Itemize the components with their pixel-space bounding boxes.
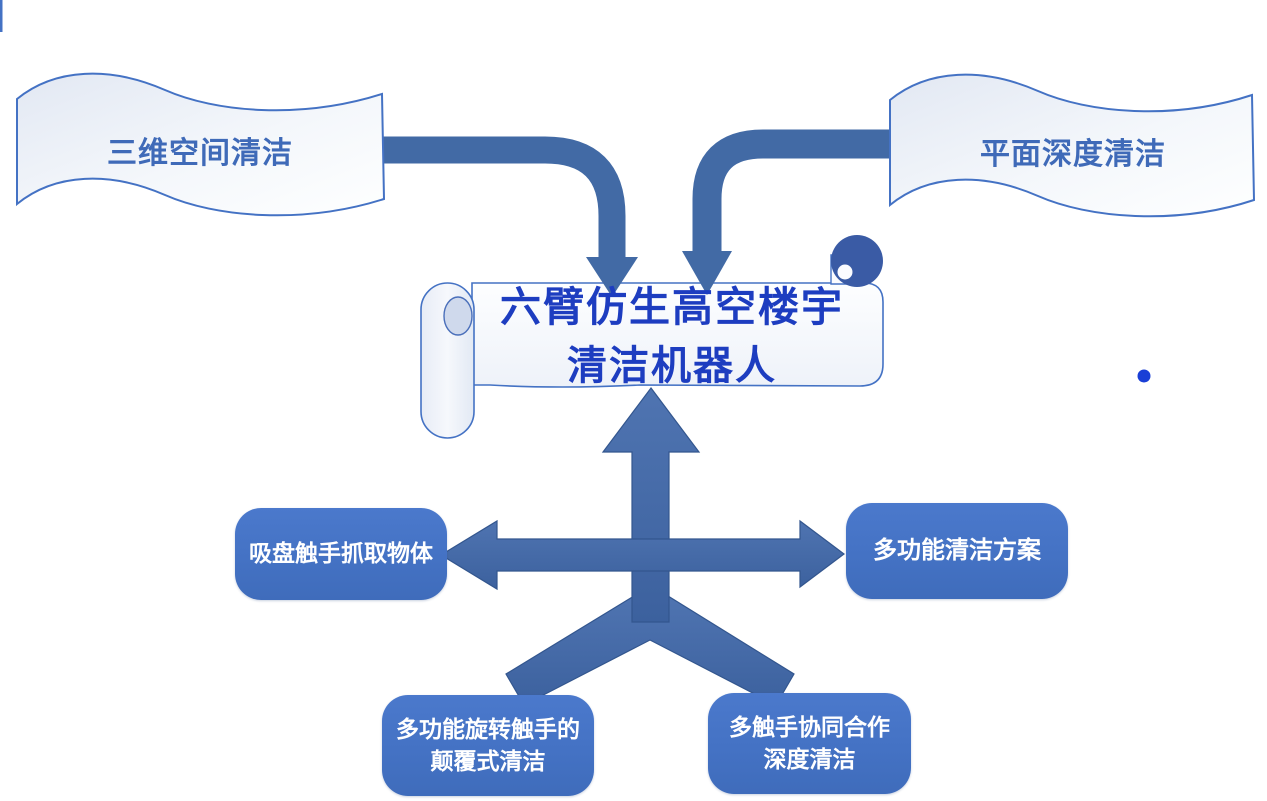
node-label-line1: 多功能旋转触手的 bbox=[396, 716, 580, 743]
node-label: 吸盘触手抓取物体 bbox=[249, 540, 433, 567]
wave-banner-left bbox=[16, 72, 386, 217]
curved-arrow-left-down bbox=[382, 136, 638, 297]
scroll-shape bbox=[420, 235, 884, 439]
node-label-line2: 颠覆式清洁 bbox=[430, 747, 546, 774]
node-label: 多功能清洁方案 bbox=[873, 536, 1041, 564]
curved-arrow-right-down bbox=[682, 129, 891, 295]
node-multi-tentacle-deep-cleaning: 多触手协同合作 深度清洁 bbox=[708, 693, 911, 794]
hub-left-right-double-arrow bbox=[439, 519, 845, 591]
scroll-band bbox=[471, 282, 884, 388]
edge-crop-mark bbox=[0, 0, 3, 32]
scroll-curl bbox=[830, 235, 883, 287]
node-multifunction-cleaning-plan: 多功能清洁方案 bbox=[846, 503, 1068, 599]
bullet-dot bbox=[1137, 369, 1151, 383]
node-label-line2: 深度清洁 bbox=[763, 745, 856, 772]
scroll-roll-opening bbox=[443, 296, 473, 336]
hub-up-arrow bbox=[601, 387, 701, 623]
node-label-line1: 多触手协同合作 bbox=[729, 714, 890, 741]
node-rotary-tentacle-disruptive-cleaning: 多功能旋转触手的 颠覆式清洁 bbox=[382, 695, 594, 796]
node-suction-tentacle-grab: 吸盘触手抓取物体 bbox=[235, 508, 447, 600]
wave-banner-right bbox=[889, 73, 1256, 218]
